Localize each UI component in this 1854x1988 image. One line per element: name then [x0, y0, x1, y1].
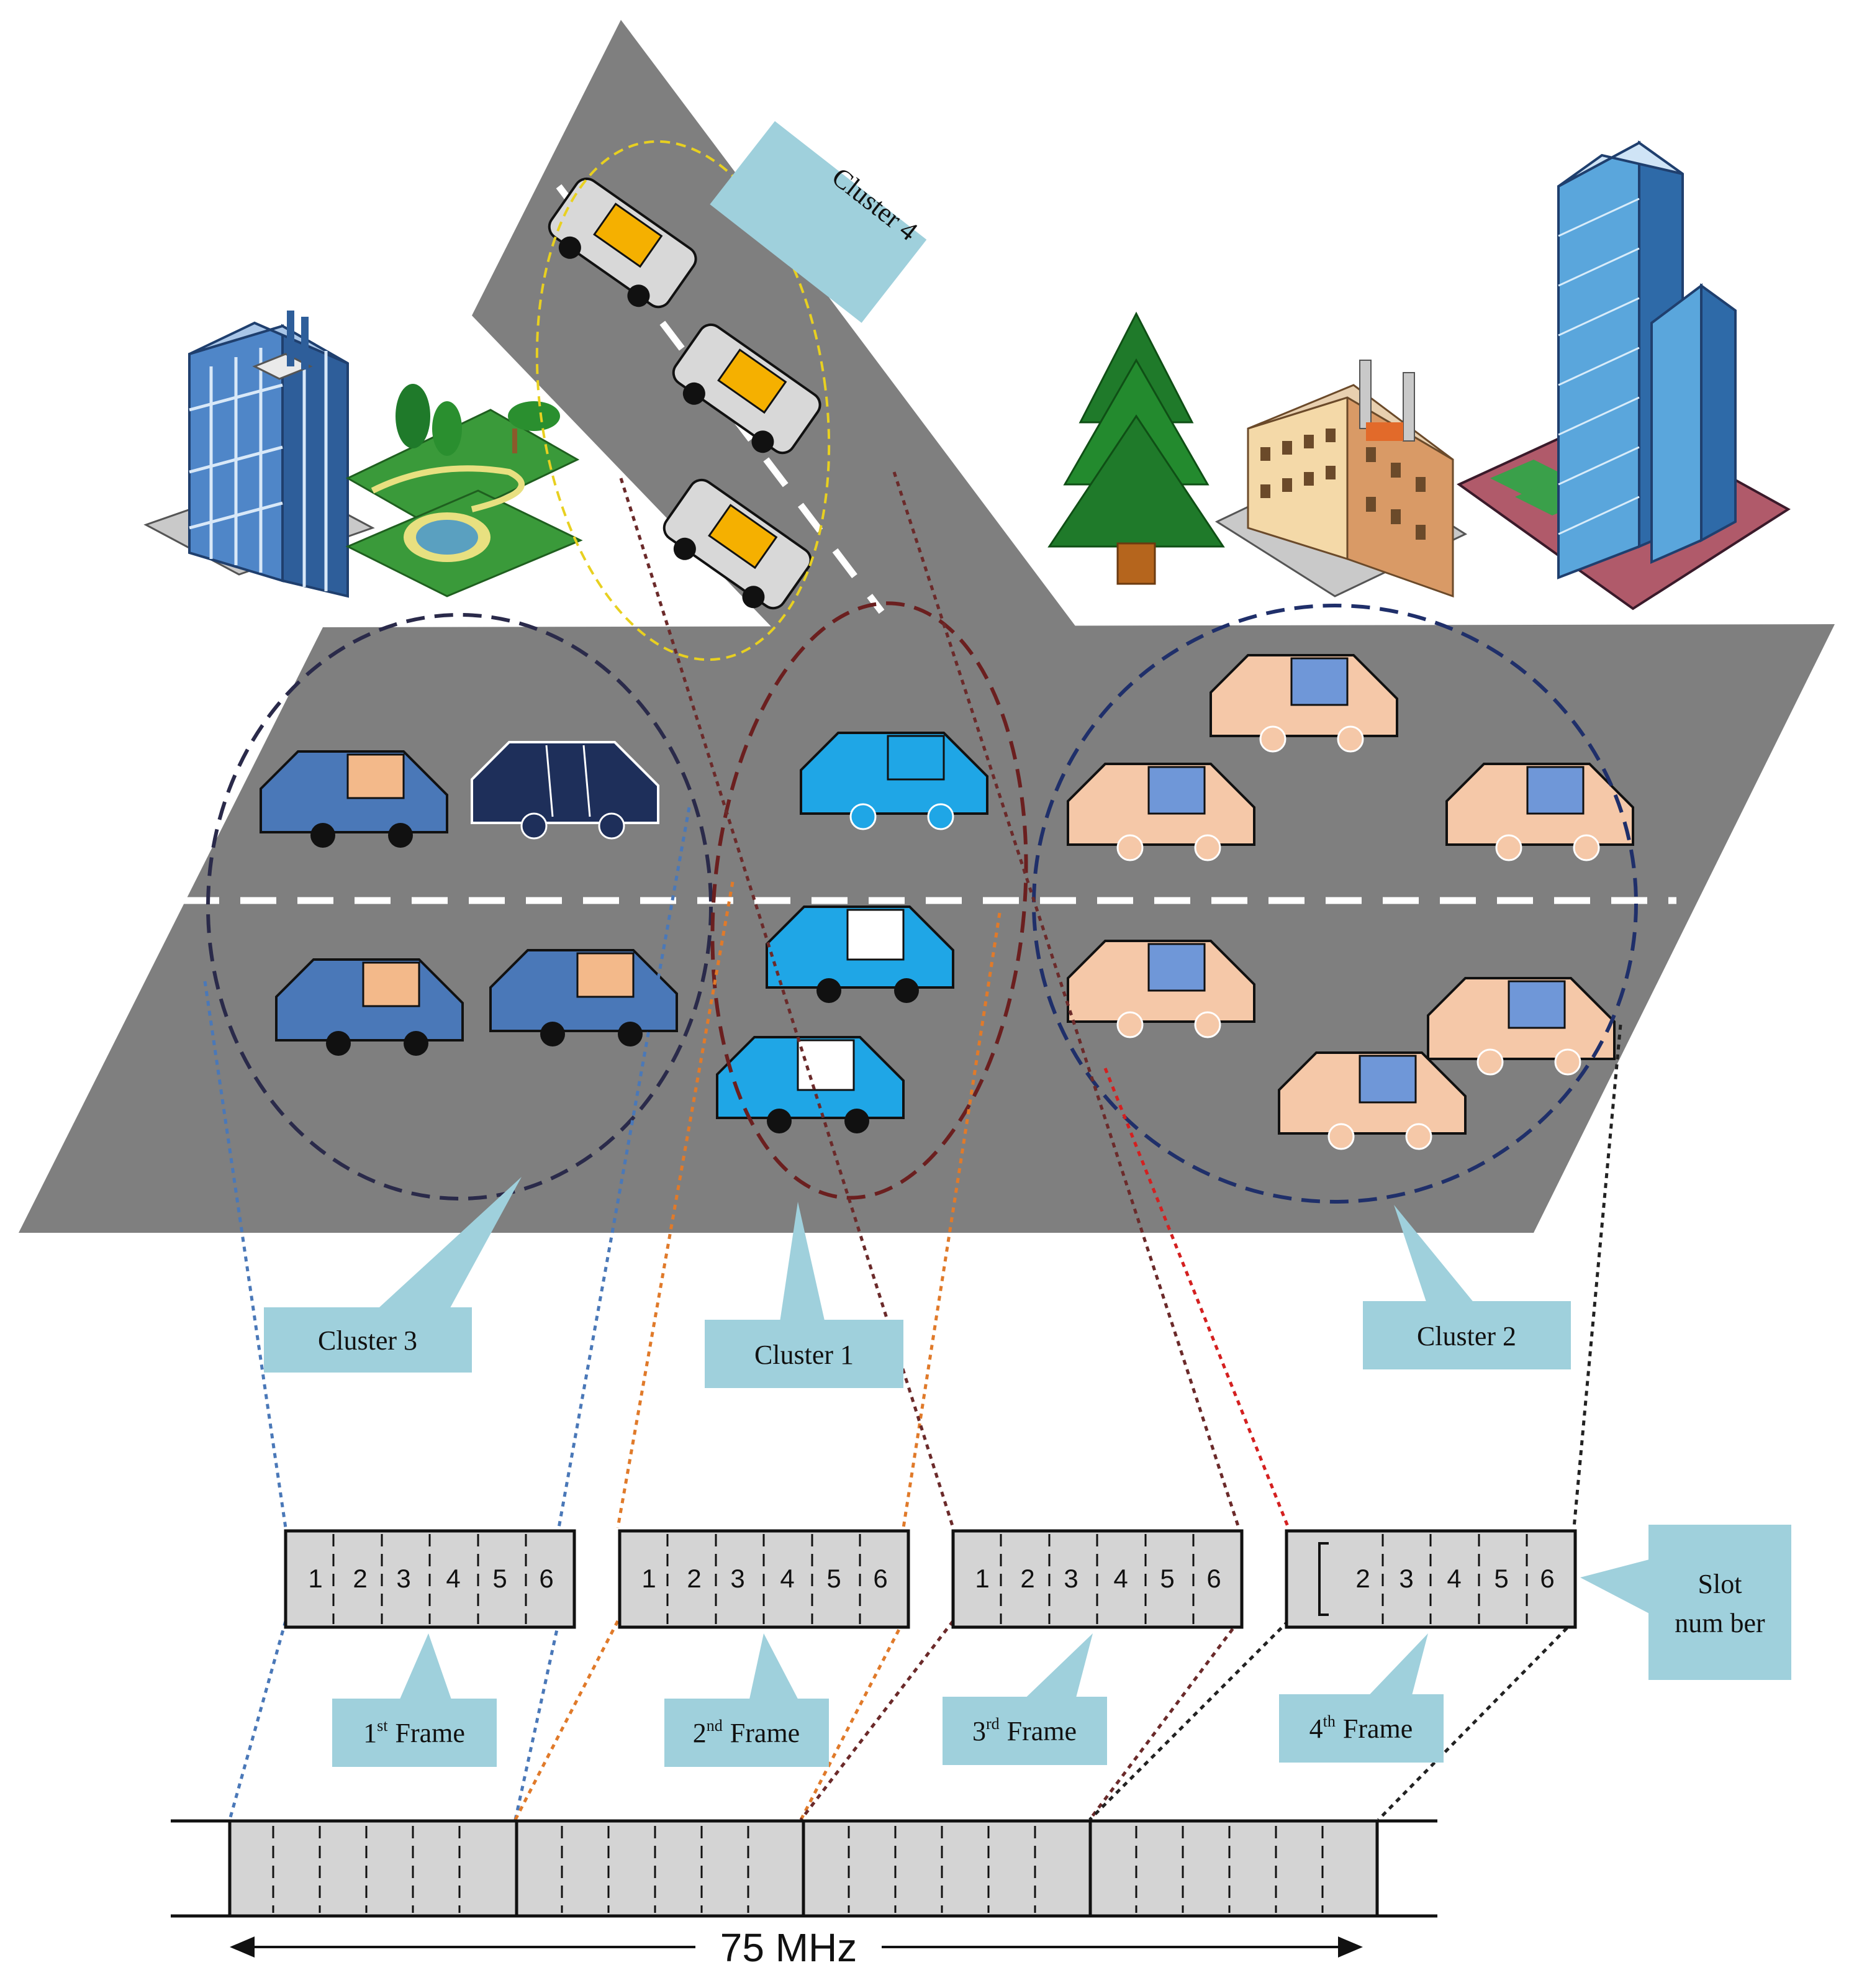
- skyscraper: [1457, 140, 1791, 610]
- vehicle: [1445, 763, 1634, 861]
- slot-number: 3: [1064, 1564, 1078, 1593]
- frame-2: 1 2 3 4 5 6: [618, 1529, 910, 1629]
- frame-1: 1 2 3 4 5 6: [284, 1529, 576, 1629]
- vehicle: [662, 478, 812, 610]
- cluster-3-boundary: [206, 613, 713, 1201]
- office-building-left: [143, 311, 375, 598]
- slot-number: 3: [730, 1564, 744, 1593]
- slot-number: 5: [826, 1564, 841, 1593]
- frames: 1 2 3 4 5 6 1 2 3 4 5 6: [284, 1529, 1577, 1629]
- cluster-4-boundary: [535, 140, 831, 661]
- slot-number: 2: [353, 1564, 367, 1593]
- vehicle: [471, 741, 659, 840]
- bandwidth-arrow: 75 MHz: [230, 1925, 1363, 1970]
- slot-number: 1: [975, 1564, 989, 1593]
- slot-number: 3: [1399, 1564, 1413, 1593]
- bandwidth-label: 75 MHz: [720, 1925, 857, 1970]
- slot-number: 1: [641, 1564, 656, 1593]
- slot-number: 6: [1540, 1564, 1554, 1593]
- cluster-boundaries: [206, 140, 1638, 1204]
- slot-number: 2: [1020, 1564, 1034, 1593]
- empty-slot-bracket: [1318, 1542, 1329, 1616]
- slot-number: 3: [396, 1564, 410, 1593]
- cluster-3-callout: Cluster 3: [264, 1177, 522, 1373]
- slot-number: 5: [1494, 1564, 1508, 1593]
- cluster-1-callout: Cluster 1: [705, 1202, 903, 1388]
- slot-number: 4: [1447, 1564, 1461, 1593]
- cluster-3-vehicles: [260, 741, 678, 1056]
- frame-4: 2 3 4 5 6: [1285, 1529, 1577, 1629]
- branch-road: [472, 20, 1077, 629]
- slot-number: 6: [873, 1564, 887, 1593]
- cluster-2-label: Cluster 2: [1417, 1321, 1516, 1351]
- vehicle: [716, 1036, 905, 1133]
- slot-number: 2: [1355, 1564, 1370, 1593]
- vehicle: [800, 732, 988, 830]
- vehicle: [1067, 940, 1255, 1038]
- slot-number-callout: Slot num ber: [1580, 1525, 1791, 1680]
- vehicle: [1427, 977, 1616, 1076]
- vehicle: [275, 958, 464, 1056]
- vehicle: [1210, 654, 1398, 753]
- slot-number: 4: [1113, 1564, 1128, 1593]
- slot-number: 4: [780, 1564, 794, 1593]
- slot-number-label-line1: Slot: [1698, 1569, 1742, 1599]
- vehicle: [672, 323, 821, 455]
- cluster-4-vehicles: [548, 177, 821, 610]
- cluster-2-callout: Cluster 2: [1363, 1205, 1571, 1369]
- slot-number: 5: [492, 1564, 507, 1593]
- cluster-2-vehicles: [1067, 654, 1634, 1150]
- vehicle: [548, 177, 697, 309]
- slot-number: 2: [687, 1564, 701, 1593]
- park-left: [345, 384, 583, 597]
- vehicle: [1067, 763, 1255, 861]
- cluster-1-boundary: [710, 601, 1028, 1200]
- slot-number: 6: [539, 1564, 553, 1593]
- cluster-1-vehicles: [716, 732, 988, 1133]
- slot-number: 4: [446, 1564, 460, 1593]
- cluster-frame-links: [203, 471, 1622, 1821]
- factory: [1214, 360, 1468, 598]
- slot-number: 6: [1206, 1564, 1221, 1593]
- slot-number-label-line2: num ber: [1675, 1608, 1765, 1638]
- slot-number: 1: [308, 1564, 322, 1593]
- vehicle: [489, 949, 678, 1046]
- slot-number: 5: [1160, 1564, 1174, 1593]
- cluster-2-boundary: [1032, 604, 1638, 1204]
- spectrum-band: [171, 1819, 1437, 1918]
- frame-3: 1 2 3 4 5 6: [951, 1529, 1244, 1629]
- cluster-1-label: Cluster 1: [754, 1340, 854, 1370]
- cluster-3-label: Cluster 3: [318, 1325, 417, 1356]
- vehicle: [1278, 1051, 1467, 1150]
- vehicle: [260, 750, 448, 848]
- pine-tree: [1047, 311, 1225, 585]
- vehicle: [766, 905, 954, 1003]
